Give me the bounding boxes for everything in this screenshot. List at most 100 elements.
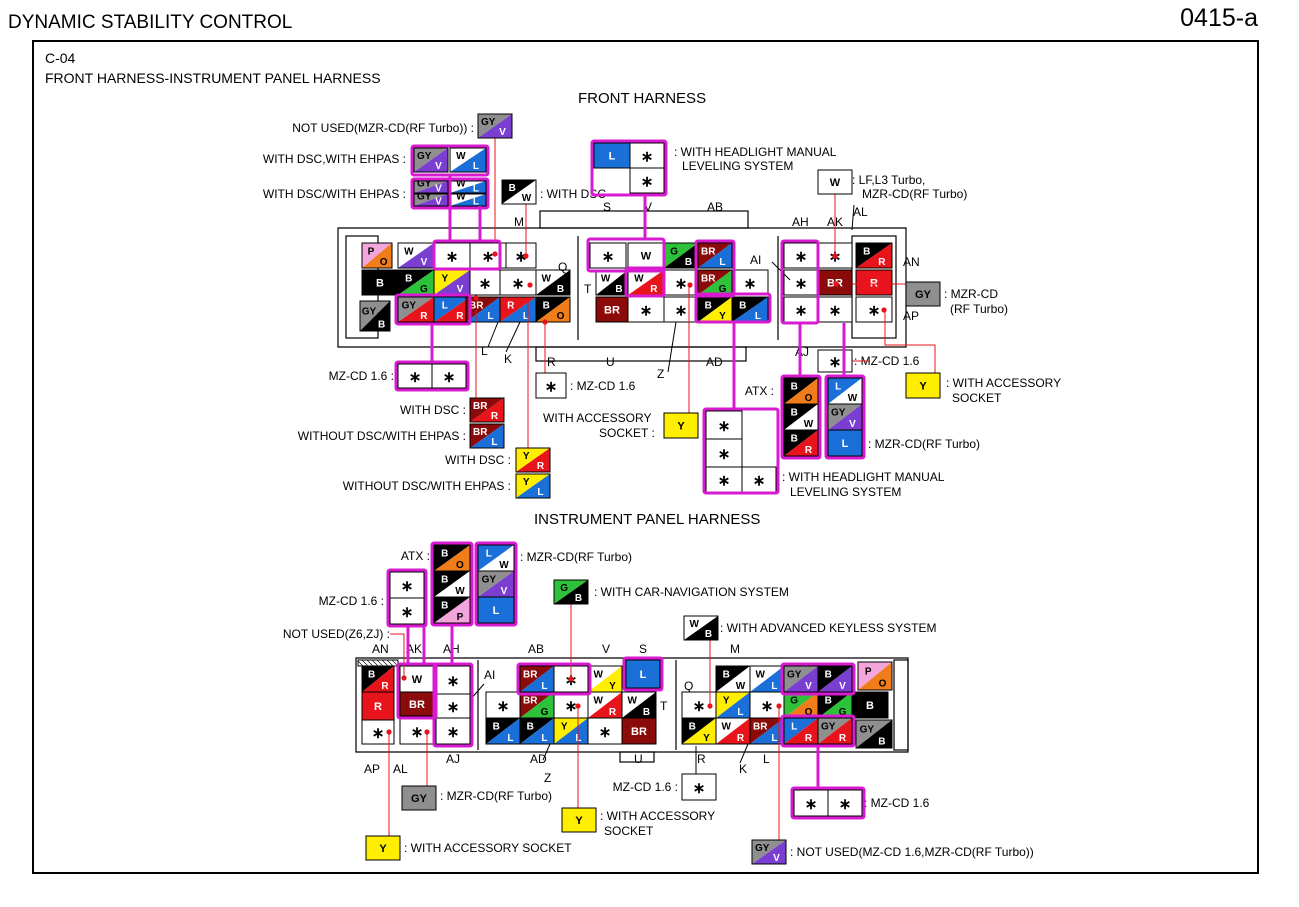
svg-text:: MZR-CD(RF Turbo): : MZR-CD(RF Turbo) bbox=[520, 550, 632, 564]
wire-cell: ∗ bbox=[435, 717, 471, 745]
svg-text:AJ: AJ bbox=[795, 345, 809, 359]
svg-text:O: O bbox=[879, 679, 887, 690]
wire-cell: WV bbox=[397, 242, 435, 269]
svg-text:G: G bbox=[560, 583, 568, 594]
svg-text:O: O bbox=[380, 257, 388, 268]
wire-cell: YR bbox=[515, 447, 551, 473]
svg-text:R: R bbox=[420, 311, 428, 322]
wire-cell: Y bbox=[365, 835, 401, 861]
svg-text:B: B bbox=[615, 284, 622, 295]
svg-text:L: L bbox=[507, 733, 513, 744]
svg-text:M: M bbox=[730, 642, 740, 656]
option-highlight bbox=[624, 266, 666, 298]
svg-text:AB: AB bbox=[707, 200, 723, 214]
svg-text:W: W bbox=[455, 586, 465, 597]
wire-cell: WR bbox=[587, 691, 623, 719]
wire-cell: GYB bbox=[359, 300, 391, 332]
svg-text:Y: Y bbox=[677, 421, 685, 433]
front-harness-heading: FRONT HARNESS bbox=[578, 90, 706, 107]
svg-text:: WITH HEADLIGHT MANUAL: : WITH HEADLIGHT MANUAL bbox=[674, 145, 837, 159]
wire-cell: GYB bbox=[855, 719, 893, 749]
svg-text:L: L bbox=[473, 161, 479, 172]
wire-cell: BR bbox=[595, 296, 629, 323]
svg-text:S: S bbox=[603, 200, 611, 214]
svg-text:AP: AP bbox=[903, 309, 919, 323]
svg-text:B: B bbox=[739, 300, 746, 311]
svg-text:R: R bbox=[456, 311, 464, 322]
diagram-frame bbox=[32, 40, 1259, 874]
option-highlight bbox=[474, 541, 518, 627]
wire-cell: BO bbox=[433, 544, 471, 572]
svg-text:G: G bbox=[670, 246, 678, 257]
svg-text:: NOT USED(MZ-CD 1.6,MZR-CD(RF: : NOT USED(MZ-CD 1.6,MZR-CD(RF Turbo)) bbox=[790, 845, 1034, 859]
svg-text:B: B bbox=[557, 284, 564, 295]
svg-text:B: B bbox=[705, 300, 712, 311]
wire-cell: L bbox=[827, 429, 863, 457]
svg-text:∗: ∗ bbox=[675, 276, 688, 293]
svg-text:B: B bbox=[723, 670, 730, 681]
svg-text:W: W bbox=[689, 619, 699, 630]
svg-text:V: V bbox=[849, 419, 856, 430]
svg-text:B: B bbox=[441, 575, 448, 586]
connector-id: C-04 bbox=[45, 50, 76, 66]
svg-text:B: B bbox=[791, 434, 798, 445]
svg-text:MZR-CD(RF Turbo): MZR-CD(RF Turbo) bbox=[862, 187, 967, 201]
svg-text:L: L bbox=[473, 184, 479, 195]
svg-text:: MZ-CD 1.6: : MZ-CD 1.6 bbox=[570, 379, 636, 393]
svg-text:∗: ∗ bbox=[479, 276, 492, 293]
svg-text:BR: BR bbox=[469, 300, 484, 311]
wire-cell: WR bbox=[627, 269, 665, 296]
wire-cell: LR bbox=[783, 717, 819, 745]
svg-text:U: U bbox=[606, 355, 615, 369]
svg-text:P: P bbox=[368, 246, 375, 257]
svg-text:B: B bbox=[441, 601, 448, 612]
svg-text:Y: Y bbox=[523, 451, 530, 462]
svg-text:O: O bbox=[805, 707, 813, 718]
wire-cell: GYV bbox=[477, 113, 513, 139]
svg-text:∗: ∗ bbox=[409, 369, 422, 386]
wire-cell: RL bbox=[499, 296, 537, 323]
wire-cell: L bbox=[593, 142, 631, 169]
wire-cell: ∗ bbox=[705, 466, 743, 493]
svg-text:: MZ-CD 1.6: : MZ-CD 1.6 bbox=[864, 796, 930, 810]
wire-cell: WL bbox=[449, 147, 487, 173]
wire-cell: GYR bbox=[397, 296, 435, 323]
svg-text:BR: BR bbox=[409, 699, 425, 711]
svg-text:Y: Y bbox=[575, 815, 583, 827]
svg-text:G: G bbox=[541, 707, 549, 718]
svg-text:SOCKET :: SOCKET : bbox=[599, 426, 655, 440]
svg-text:Y: Y bbox=[719, 311, 726, 322]
svg-text:L: L bbox=[771, 681, 777, 692]
svg-text:B: B bbox=[368, 670, 375, 681]
wire-cell: BRL bbox=[519, 665, 555, 693]
svg-text:AL: AL bbox=[393, 762, 408, 776]
wire-cell: ∗ bbox=[589, 242, 627, 269]
wire-cell: BP bbox=[433, 596, 471, 624]
svg-text:NOT USED(MZR-CD(RF Turbo)) :: NOT USED(MZR-CD(RF Turbo)) : bbox=[292, 121, 474, 135]
wire-cell: ∗ bbox=[783, 296, 819, 323]
svg-text:∗: ∗ bbox=[599, 724, 612, 741]
svg-text:R: R bbox=[547, 355, 556, 369]
svg-text:W: W bbox=[499, 560, 509, 571]
svg-text:B: B bbox=[685, 257, 692, 268]
wire-cell: BL bbox=[731, 296, 769, 323]
wire-cell: L bbox=[477, 596, 515, 624]
svg-text:R: R bbox=[805, 733, 813, 744]
wire-cell: ∗ bbox=[505, 242, 537, 269]
svg-text:W: W bbox=[593, 696, 603, 707]
page-code: 0415-a bbox=[1180, 4, 1258, 32]
svg-text:∗: ∗ bbox=[744, 276, 757, 293]
svg-text:∗: ∗ bbox=[602, 249, 615, 266]
svg-text:W: W bbox=[412, 674, 423, 686]
wire-cell: YV bbox=[433, 269, 471, 296]
svg-text:W: W bbox=[830, 177, 841, 189]
svg-text:GY: GY bbox=[860, 725, 875, 736]
svg-text:BR: BR bbox=[701, 273, 716, 284]
wire-cell: PO bbox=[361, 242, 393, 269]
svg-text:∗: ∗ bbox=[795, 276, 808, 293]
svg-text:B: B bbox=[705, 629, 712, 640]
svg-text:B: B bbox=[376, 278, 384, 290]
